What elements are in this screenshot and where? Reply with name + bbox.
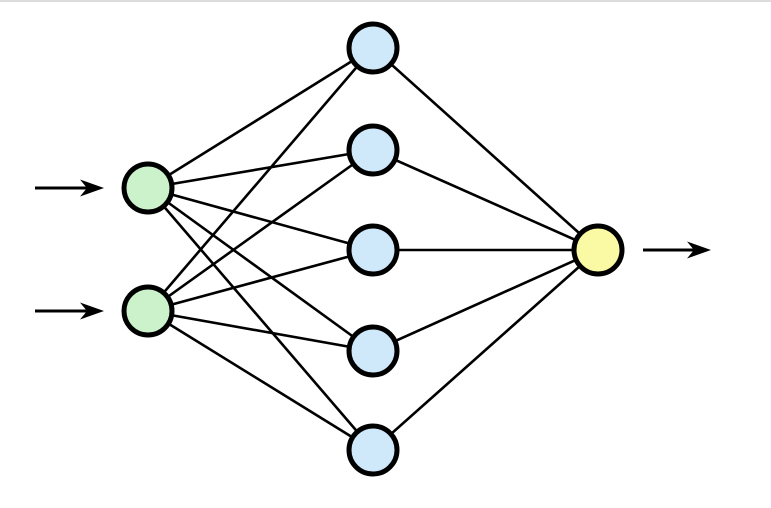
edge-hidden-5-to-output-1 bbox=[372, 249, 599, 451]
edge-input-1-to-hidden-4 bbox=[147, 186, 374, 353]
edge-hidden-2-to-output-1 bbox=[372, 148, 599, 252]
input-arrow-2-head-icon bbox=[80, 302, 104, 320]
output-node-output-1 bbox=[571, 223, 625, 277]
hidden-node-hidden-1 bbox=[346, 21, 400, 75]
edge-input-1-to-hidden-5 bbox=[147, 187, 374, 451]
edge-input-2-to-hidden-3 bbox=[147, 248, 374, 313]
edge-input-1-to-hidden-3 bbox=[147, 186, 374, 252]
edge-hidden-1-to-output-1 bbox=[372, 47, 599, 251]
edge-input-2-to-hidden-1 bbox=[147, 47, 374, 312]
edge-input-1-to-hidden-1 bbox=[147, 46, 374, 190]
input-arrow-1-head-icon bbox=[80, 179, 104, 197]
edge-input-2-to-hidden-2 bbox=[147, 148, 374, 313]
hidden-node-hidden-3 bbox=[346, 223, 400, 277]
edge-input-1-to-hidden-2 bbox=[147, 148, 374, 190]
input-node-input-1 bbox=[121, 161, 175, 215]
hidden-node-hidden-5 bbox=[346, 423, 400, 477]
hidden-node-hidden-4 bbox=[346, 324, 400, 378]
output-arrow-head-icon bbox=[687, 241, 711, 259]
hidden-node-hidden-2 bbox=[346, 123, 400, 177]
top-edge-divider bbox=[0, 0, 771, 2]
edge-input-2-to-hidden-5 bbox=[147, 309, 374, 452]
edge-input-2-to-hidden-4 bbox=[147, 309, 374, 353]
input-node-input-2 bbox=[121, 284, 175, 338]
edge-hidden-4-to-output-1 bbox=[372, 248, 599, 353]
